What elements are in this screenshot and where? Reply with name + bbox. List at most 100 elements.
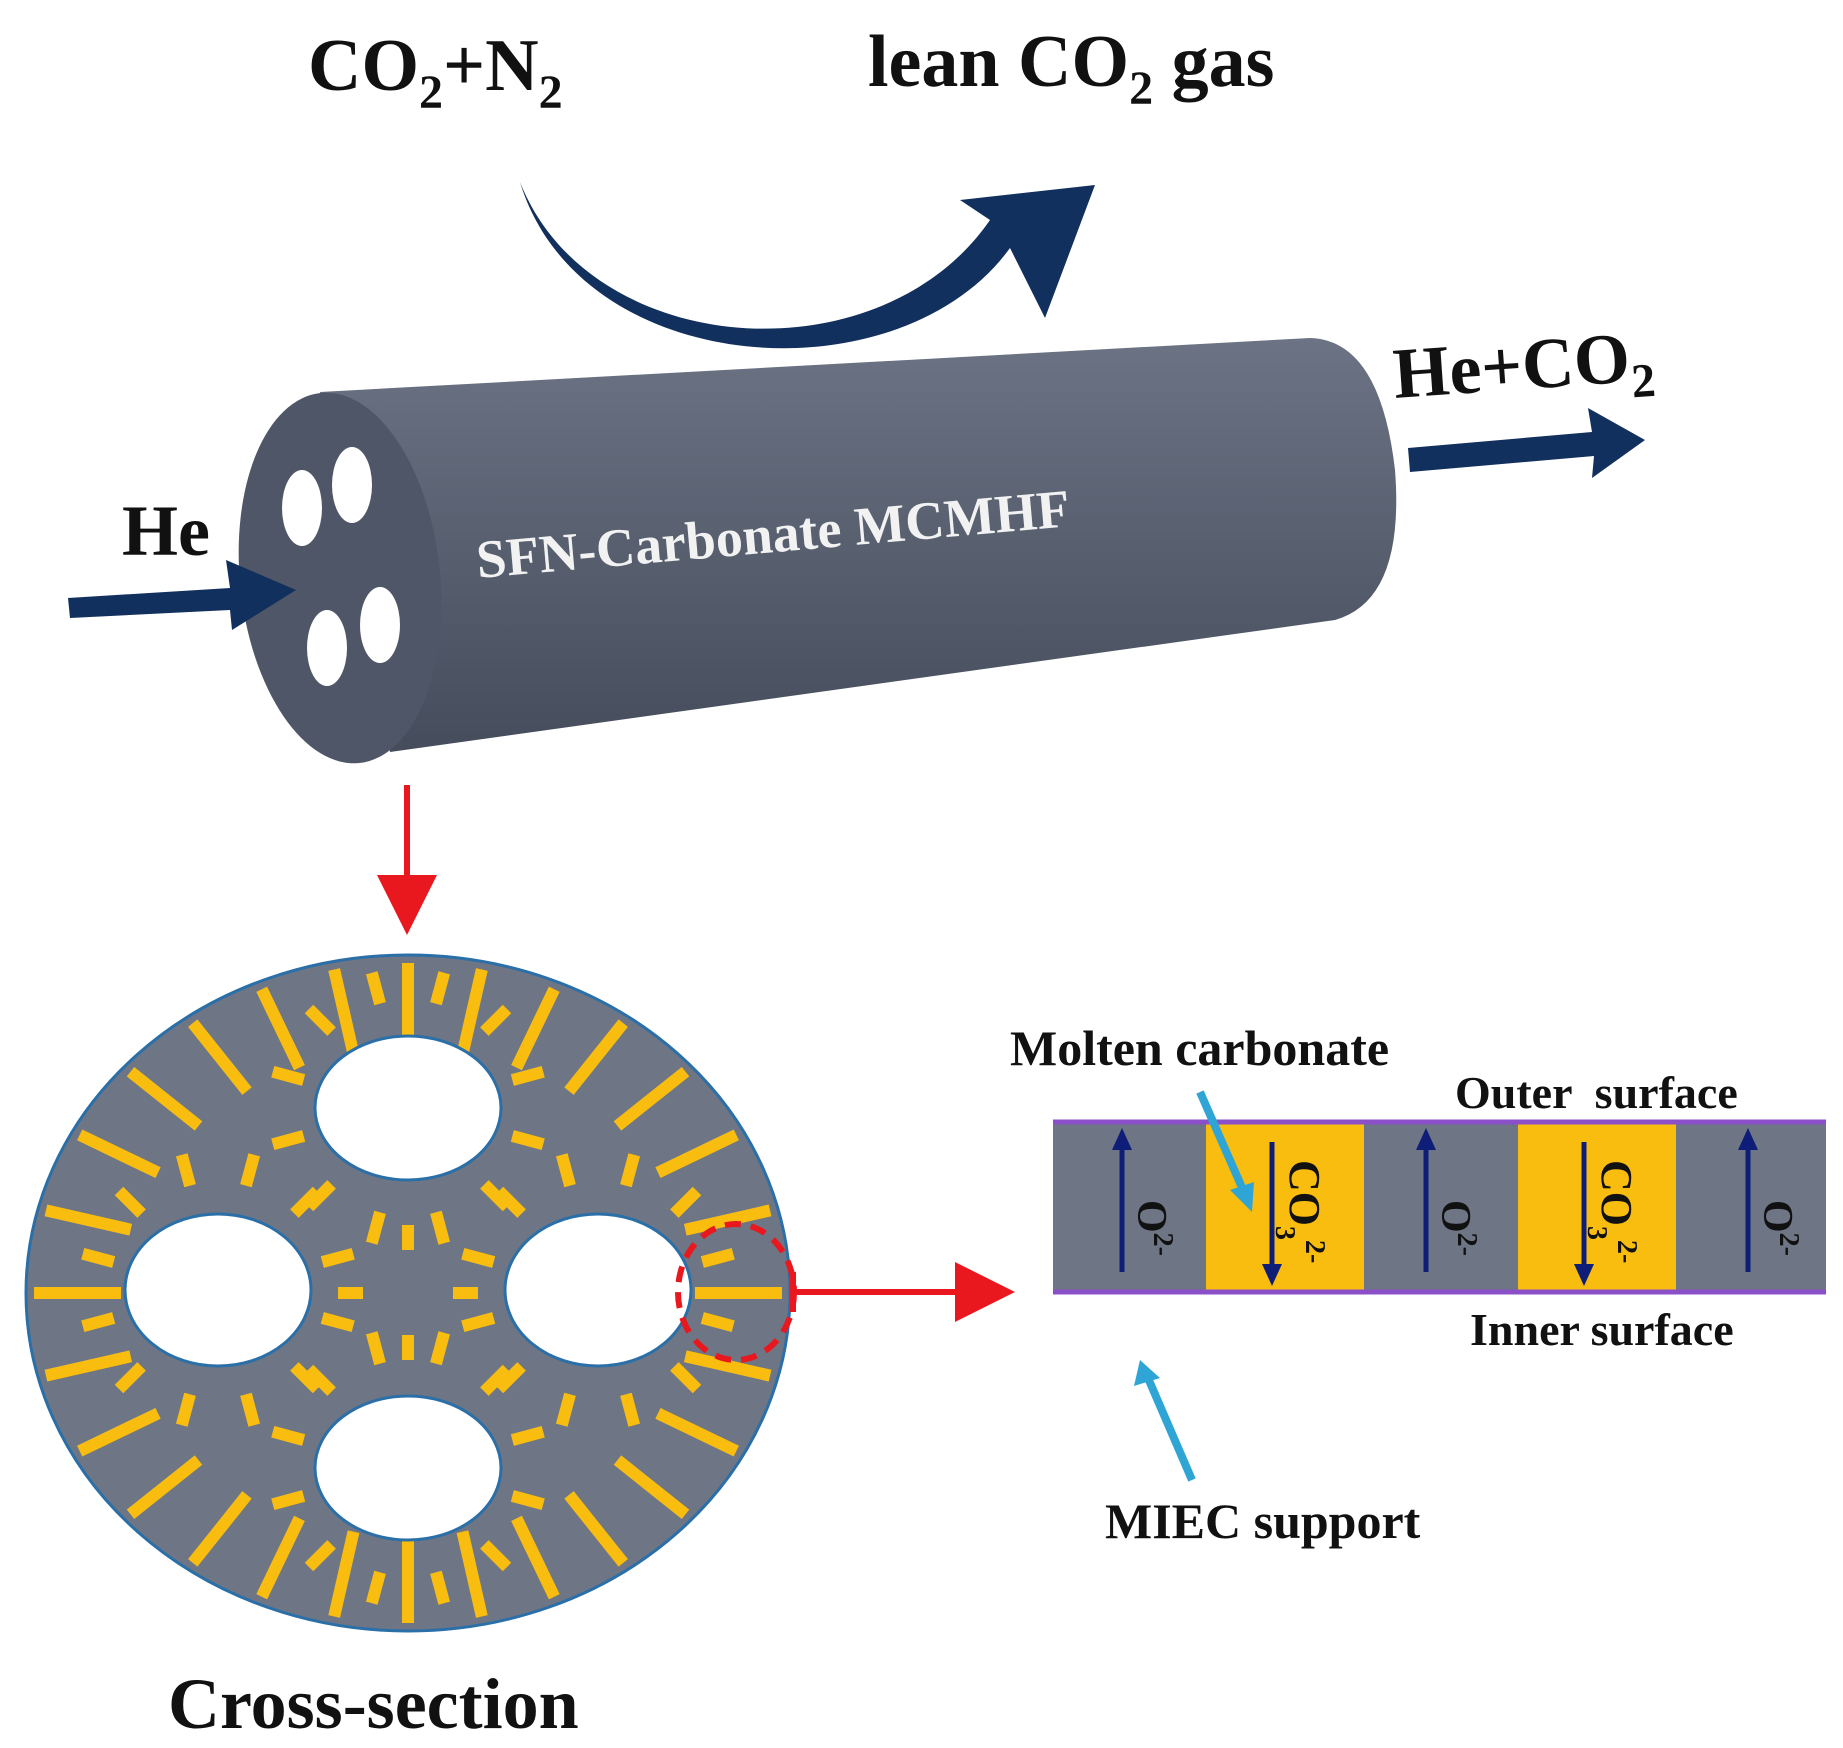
carbonate-ray-outer [456,968,488,1056]
carbonate-ray-outer [613,1455,690,1519]
carbonate-ray-outer [564,1019,628,1095]
carbonate-ray-channel [290,1186,322,1218]
carbonate-ray-channel [494,1186,526,1218]
carbonate-ray-channel [620,1153,641,1188]
cross-channel-bottom [313,1394,503,1542]
membrane-strip: O2- O2- O2- CO32- [1053,1119,1826,1295]
carbonate-ray-channel [620,1392,641,1427]
carbonate-segment-1 [1206,1122,1364,1292]
carbonate-ray-outer [564,1491,628,1567]
sweep-in-arrow [68,560,296,630]
carbonate-ray-channel [271,1130,306,1151]
carbonate-ray-outer [655,1129,739,1179]
cross-channel-top [313,1034,503,1182]
carbonate-ray-channel [365,1331,386,1366]
carbonate-ray-outer [328,1530,360,1618]
oxide-ion-label: O2- [1128,1200,1178,1256]
carbonate-ray-outer [126,1455,203,1519]
carbonate-ray-channel [114,1362,146,1394]
carbonate-ray-channel [494,1362,526,1394]
carbonate-ray-outer [511,986,560,1071]
carbonate-ray-channel [461,1312,496,1333]
carbonate-ray-channel [320,1312,355,1333]
carbonate-ray-channel [480,1540,512,1572]
hollow-fiber-tube: SFN-Carbonate MCMHF [238,338,1397,764]
carbonate-ray-channel [320,1247,355,1268]
carbonate-ray-outer [256,986,305,1071]
miec-segment [1053,1122,1826,1292]
retentate-gas-label: lean CO2 gas [868,21,1274,115]
carbonate-ray-channel [304,1364,336,1396]
carbonate-ray-channel [240,1392,261,1427]
carbonate-rays [34,963,782,1623]
carbonate-ray-channel [304,1004,336,1036]
carbonate-ray-channel [700,1247,735,1268]
molten-carbonate-pointer [1196,1090,1254,1212]
carbonate-ray-channel [271,1425,306,1446]
cross-channel-left [123,1212,313,1368]
oxide-ion-flow-2: O2- [1416,1128,1482,1272]
carbonate-ray-channel [510,1065,545,1086]
cross-section-label: Cross-section [168,1664,579,1744]
cross-section-disc [24,953,797,1633]
feed-curved-arrow [520,182,1095,349]
carbonate-ray-channel [510,1490,545,1511]
carbonate-ray-channel [430,1570,451,1605]
carbonate-ray-channel [271,1490,306,1511]
carbonate-ion-label: CO32- [1269,1160,1330,1263]
carbonate-ray-outer [655,1407,739,1457]
molten-carbonate-label: Molten carbonate [1010,1020,1389,1076]
carbonate-ray-channel [430,1331,451,1366]
carbonate-ray-channel [365,971,386,1006]
outer-surface-label: Outer surface [1455,1067,1738,1118]
carbonate-ray-channel [430,971,451,1006]
carbonate-ray-channel [240,1153,261,1188]
carbonate-ray-outer [44,1350,133,1382]
carbonate-ion-label: CO32- [1581,1160,1642,1263]
tube-channel-4 [360,587,400,663]
carbonate-ray-channel [365,1210,386,1245]
tube-channel-1 [282,470,322,546]
sweep-in-label: He [122,491,210,571]
cross-channel-right [503,1212,693,1368]
carbonate-ray-channel [175,1153,196,1188]
carbonate-ray-outer [456,1530,488,1618]
carbonate-ray-channel [81,1247,116,1268]
miec-support-label: MIEC support [1105,1493,1421,1549]
miec-support-pointer [1134,1360,1196,1482]
sweep-out-arrow [1408,408,1645,478]
carbonate-ray-channel [81,1312,116,1333]
carbonate-ray-channel [510,1425,545,1446]
carbonate-ray-channel [304,1540,336,1572]
carbonate-ray-channel [555,1392,576,1427]
carbonate-ray-outer [683,1204,772,1236]
carbonate-ion-flow-1: CO32- [1262,1142,1330,1286]
carbonate-ray-channel [510,1130,545,1151]
inner-surface-label: Inner surface [1470,1304,1734,1355]
tube-body [320,338,1397,752]
carbonate-ray-channel [461,1247,496,1268]
carbonate-ray-channel [555,1153,576,1188]
carbonate-ray-channel [175,1392,196,1427]
carbonate-ray-channel [670,1362,702,1394]
carbonate-ray-channel [670,1186,702,1218]
carbonate-segment-2 [1518,1122,1676,1292]
sweep-out-label: He+CO2 [1391,316,1658,425]
carbonate-ray-channel [480,1004,512,1036]
carbonate-ray-channel [700,1312,735,1333]
carbonate-ion-flow-2: CO32- [1574,1142,1642,1286]
tube-channel-2 [332,447,372,523]
carbonate-ray-outer [126,1067,203,1131]
carbonate-ray-outer [511,1515,560,1600]
carbonate-ray-outer [613,1067,690,1131]
oxide-ion-flow-1: O2- [1112,1128,1178,1272]
oxide-ion-flow-3: O2- [1738,1128,1804,1272]
oxide-ion-label: O2- [1432,1200,1482,1256]
carbonate-ray-outer [188,1491,252,1567]
carbonate-ray-outer [44,1204,133,1236]
oxide-ion-label: O2- [1754,1200,1804,1256]
feed-gas-label: CO2+N2 [308,25,563,119]
carbonate-ray-outer [256,1515,305,1600]
carbonate-ray-channel [290,1362,322,1394]
